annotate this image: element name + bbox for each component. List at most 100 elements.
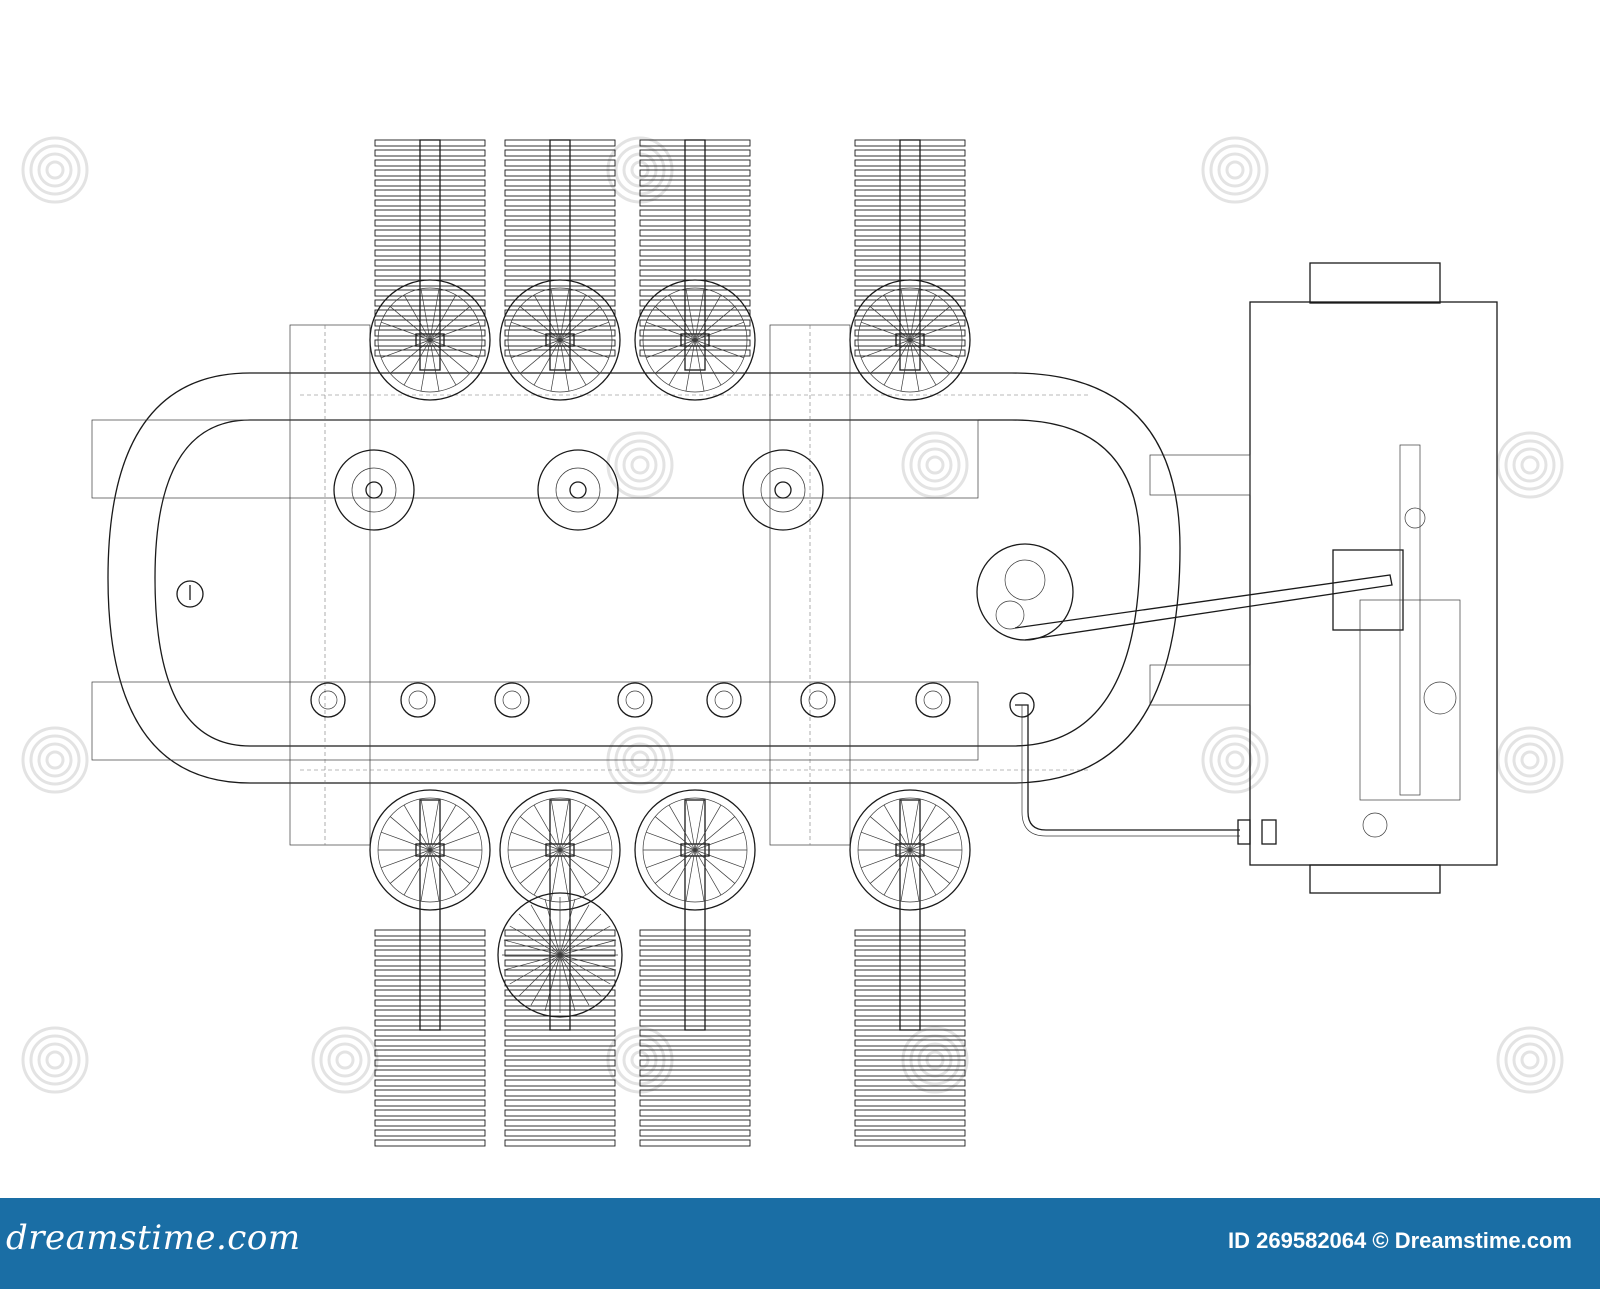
cooling-fin [374, 999, 486, 1007]
cooling-fin [639, 1099, 751, 1107]
cooling-fin [374, 1089, 486, 1097]
spoke [900, 288, 911, 341]
spoke [511, 321, 561, 341]
cooling-fin [504, 1089, 616, 1097]
dreamstime-swirl-icon [1496, 431, 1564, 499]
spoke [685, 339, 696, 392]
cooling-fin [374, 1119, 486, 1127]
spoke [429, 339, 479, 359]
pulley-rim [742, 449, 824, 531]
spoke [511, 831, 561, 851]
cooling-fin [854, 349, 966, 357]
cooling-fin [374, 929, 486, 937]
spoke [420, 288, 431, 341]
cylinder-bank [634, 789, 756, 1147]
cooling-fin [639, 319, 751, 327]
spoke [544, 898, 561, 956]
gearbox-bottom-cap [1309, 864, 1441, 894]
cooling-fin [504, 269, 616, 277]
spoke [559, 339, 570, 392]
side-bar [1399, 444, 1421, 796]
cooling-fin [854, 229, 966, 237]
cooling-fin [639, 159, 751, 167]
spoke [909, 804, 937, 851]
spoke [900, 798, 911, 851]
cooling-fin [374, 169, 486, 177]
spoke [533, 294, 561, 341]
cooling-fin [504, 1129, 616, 1137]
spoke [519, 339, 561, 374]
cylinder-bank [849, 139, 971, 401]
cooling-fin [504, 319, 616, 327]
cooling-fin [639, 279, 751, 287]
actuator-block [1332, 549, 1404, 631]
spoke [654, 816, 696, 851]
cylinder-shaft [899, 139, 921, 371]
spoke [654, 306, 696, 341]
oil-pipe-inner [1021, 705, 1240, 837]
cooling-fin [504, 1109, 616, 1117]
bolt-icon [400, 682, 436, 718]
cylinder-bank [369, 139, 491, 401]
spoke [900, 339, 911, 392]
cooling-fin [639, 259, 751, 267]
spoke [420, 339, 431, 392]
spoke [381, 321, 431, 341]
cooling-fin [374, 939, 486, 947]
cooling-fin [854, 1049, 966, 1057]
cooling-fin [504, 299, 616, 307]
spoke [530, 954, 561, 1006]
bolt-icon [706, 682, 742, 718]
spoke [429, 294, 457, 341]
spoke [559, 798, 570, 851]
cooling-fin [374, 1069, 486, 1077]
hub [545, 843, 575, 857]
cooling-fin [504, 179, 616, 187]
cooling-fin [854, 239, 966, 247]
cooling-fin [504, 229, 616, 237]
left-frame [289, 324, 371, 846]
cooling-fin [854, 259, 966, 267]
dreamstime-swirl-icon [21, 1026, 89, 1094]
cooling-fin [374, 249, 486, 257]
cooling-fin [854, 189, 966, 197]
valve-icon [1261, 819, 1277, 845]
spoke [429, 849, 471, 884]
spoke [559, 954, 576, 1012]
brand-logo[interactable]: dreamstime.com [6, 1218, 301, 1258]
pulley-icon [537, 449, 619, 531]
cooling-fin [374, 949, 486, 957]
spoke [869, 849, 911, 884]
cylinder-bank [634, 139, 756, 401]
spoke [381, 831, 431, 851]
cooling-fin [854, 199, 966, 207]
spoke [429, 849, 440, 902]
bolt-outer [494, 682, 530, 718]
spoke [519, 849, 561, 884]
spoke [694, 339, 722, 386]
cooling-fin [639, 309, 751, 317]
spoke [389, 306, 431, 341]
cooling-fin [639, 1009, 751, 1017]
spoke [381, 339, 431, 359]
spoke [869, 306, 911, 341]
cooling-fin [639, 949, 751, 957]
spoke [559, 339, 609, 359]
spoke [559, 954, 602, 997]
spoke [559, 939, 617, 956]
pulley-icon [742, 449, 824, 531]
dreamstime-swirl-icon [1496, 1026, 1564, 1094]
cooling-fin [374, 159, 486, 167]
cylinder-banks [369, 139, 971, 1147]
cooling-fin [639, 1129, 751, 1137]
cooling-fin [639, 1139, 751, 1147]
cooling-fin [374, 1099, 486, 1107]
spoke [861, 849, 911, 869]
spoke [429, 849, 457, 896]
pulley-rim [333, 449, 415, 531]
cooling-fin [854, 939, 966, 947]
dreamstime-swirl-icon [1201, 726, 1269, 794]
cooling-fin [639, 1059, 751, 1067]
cooling-fin [854, 149, 966, 157]
spoke [429, 339, 440, 392]
